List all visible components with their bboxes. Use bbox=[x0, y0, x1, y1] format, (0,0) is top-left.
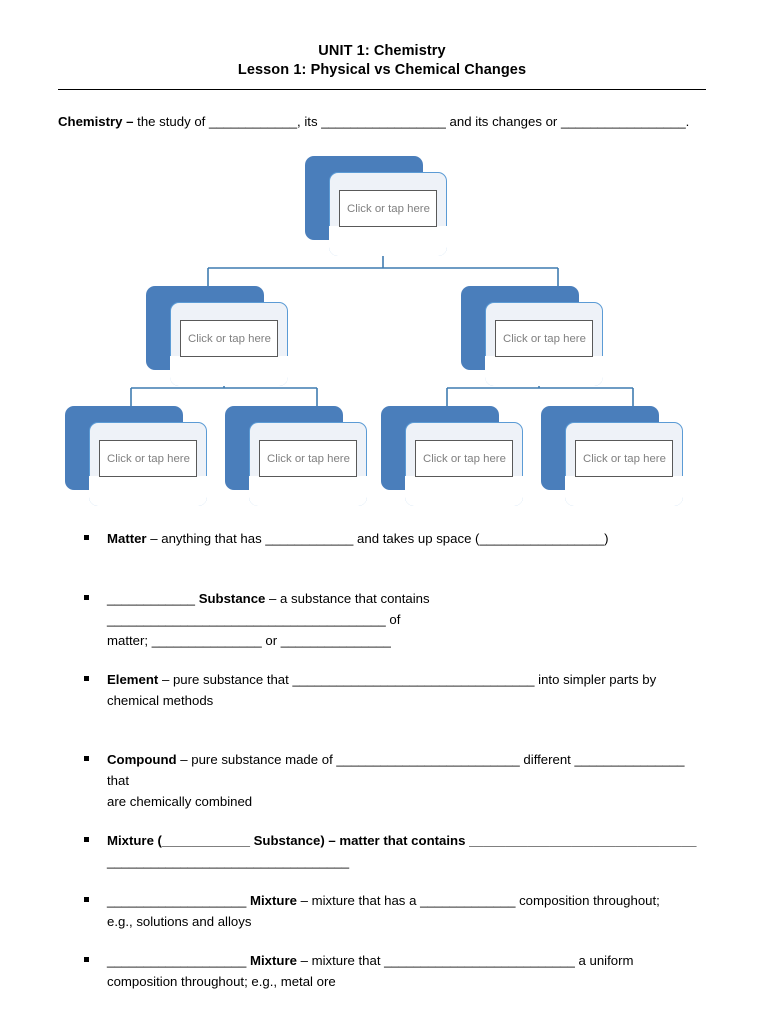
chemistry-term: Chemistry – bbox=[58, 114, 138, 129]
definition-body: – pure substance that __________________… bbox=[158, 672, 657, 687]
list-item: ___________________ Mixture – mixture th… bbox=[58, 890, 706, 932]
definition-line-2: e.g., solutions and alloys bbox=[107, 914, 252, 929]
definition-line-2: _________________________________ bbox=[107, 854, 350, 869]
definition-blank-prefix: ___________________ bbox=[107, 893, 251, 908]
definition-blank-prefix: ___________________ bbox=[107, 953, 251, 968]
definition-line-1: Compound – pure substance made of ______… bbox=[107, 749, 706, 791]
definition-body: – mixture that has a _____________ compo… bbox=[296, 893, 660, 908]
definition-term: Mixture bbox=[250, 953, 297, 968]
node-text-field[interactable]: Click or tap here bbox=[180, 320, 278, 357]
node-placeholder-text: Click or tap here bbox=[583, 452, 666, 465]
bullet-marker bbox=[84, 897, 89, 902]
bullet-marker bbox=[84, 837, 89, 842]
definition-term: Mixture bbox=[250, 893, 297, 908]
definition-term: Mixture ( bbox=[107, 833, 162, 848]
definition-line-1: ___________________ Mixture – mixture th… bbox=[107, 950, 706, 971]
definition-line-1: Element – pure substance that __________… bbox=[107, 669, 706, 690]
definition-body-bold: ____________ Substance) – matter that co… bbox=[161, 833, 697, 848]
bullet-marker bbox=[84, 676, 89, 681]
definition-term: Compound bbox=[107, 752, 177, 767]
unit-title: UNIT 1: Chemistry bbox=[318, 43, 446, 59]
page-header: UNIT 1: Chemistry Lesson 1: Physical vs … bbox=[58, 42, 706, 80]
node-text-field[interactable]: Click or tap here bbox=[575, 440, 673, 477]
bullet-marker bbox=[84, 957, 89, 962]
definition-blank-prefix: ____________ bbox=[107, 591, 199, 606]
definition-term: Substance bbox=[198, 591, 266, 606]
definition-body: – anything that has ____________ and tak… bbox=[146, 531, 609, 546]
node-text-field[interactable]: Click or tap here bbox=[99, 440, 197, 477]
node-placeholder-text: Click or tap here bbox=[423, 452, 506, 465]
list-item: Element – pure substance that __________… bbox=[58, 669, 706, 711]
node-text-field[interactable]: Click or tap here bbox=[259, 440, 357, 477]
list-item: Compound – pure substance made of ______… bbox=[58, 749, 706, 812]
node-placeholder-text: Click or tap here bbox=[503, 332, 586, 345]
definition-line-2: are chemically combined bbox=[107, 794, 253, 809]
definition-line-1: ____________ Substance – a substance tha… bbox=[107, 588, 706, 630]
node-text-field[interactable]: Click or tap here bbox=[339, 190, 437, 227]
definition-body: – mixture that _________________________… bbox=[296, 953, 634, 968]
definition-body: – pure substance made of _______________… bbox=[107, 752, 685, 788]
lesson-title: Lesson 1: Physical vs Chemical Changes bbox=[237, 62, 527, 78]
header-divider bbox=[58, 89, 706, 90]
definition-line-2: composition throughout; e.g., metal ore bbox=[107, 974, 336, 989]
node-placeholder-text: Click or tap here bbox=[107, 452, 190, 465]
node-text-field[interactable]: Click or tap here bbox=[415, 440, 513, 477]
bullet-marker bbox=[84, 535, 89, 540]
definitions-list: Matter – anything that has ____________ … bbox=[58, 528, 706, 992]
list-item: ___________________ Mixture – mixture th… bbox=[58, 950, 706, 992]
chemistry-definition-line: Chemistry – the study of ____________, i… bbox=[58, 112, 718, 132]
classification-of-matter-diagram: Click or tap here Click or tap here Clic… bbox=[0, 140, 768, 512]
definition-body: – a substance that contains ____________… bbox=[107, 591, 430, 627]
chemistry-definition-text: the study of ____________, its _________… bbox=[137, 114, 690, 129]
bullet-marker bbox=[84, 756, 89, 761]
list-item: Mixture (____________ Substance) – matte… bbox=[58, 830, 706, 872]
definition-line-1: Mixture (____________ Substance) – matte… bbox=[107, 830, 706, 851]
definition-line-2: chemical methods bbox=[107, 693, 214, 708]
node-text-field[interactable]: Click or tap here bbox=[495, 320, 593, 357]
definition-line-1: Matter – anything that has ____________ … bbox=[107, 528, 706, 549]
definition-term: Element bbox=[107, 672, 159, 687]
node-placeholder-text: Click or tap here bbox=[347, 202, 430, 215]
node-placeholder-text: Click or tap here bbox=[188, 332, 271, 345]
bullet-marker bbox=[84, 595, 89, 600]
definition-line-1: ___________________ Mixture – mixture th… bbox=[107, 890, 706, 911]
definition-line-2: matter; _______________ or _____________… bbox=[107, 633, 391, 648]
list-item: ____________ Substance – a substance tha… bbox=[58, 588, 706, 651]
node-placeholder-text: Click or tap here bbox=[267, 452, 350, 465]
definition-term: Matter bbox=[107, 531, 147, 546]
list-item: Matter – anything that has ____________ … bbox=[58, 528, 706, 549]
